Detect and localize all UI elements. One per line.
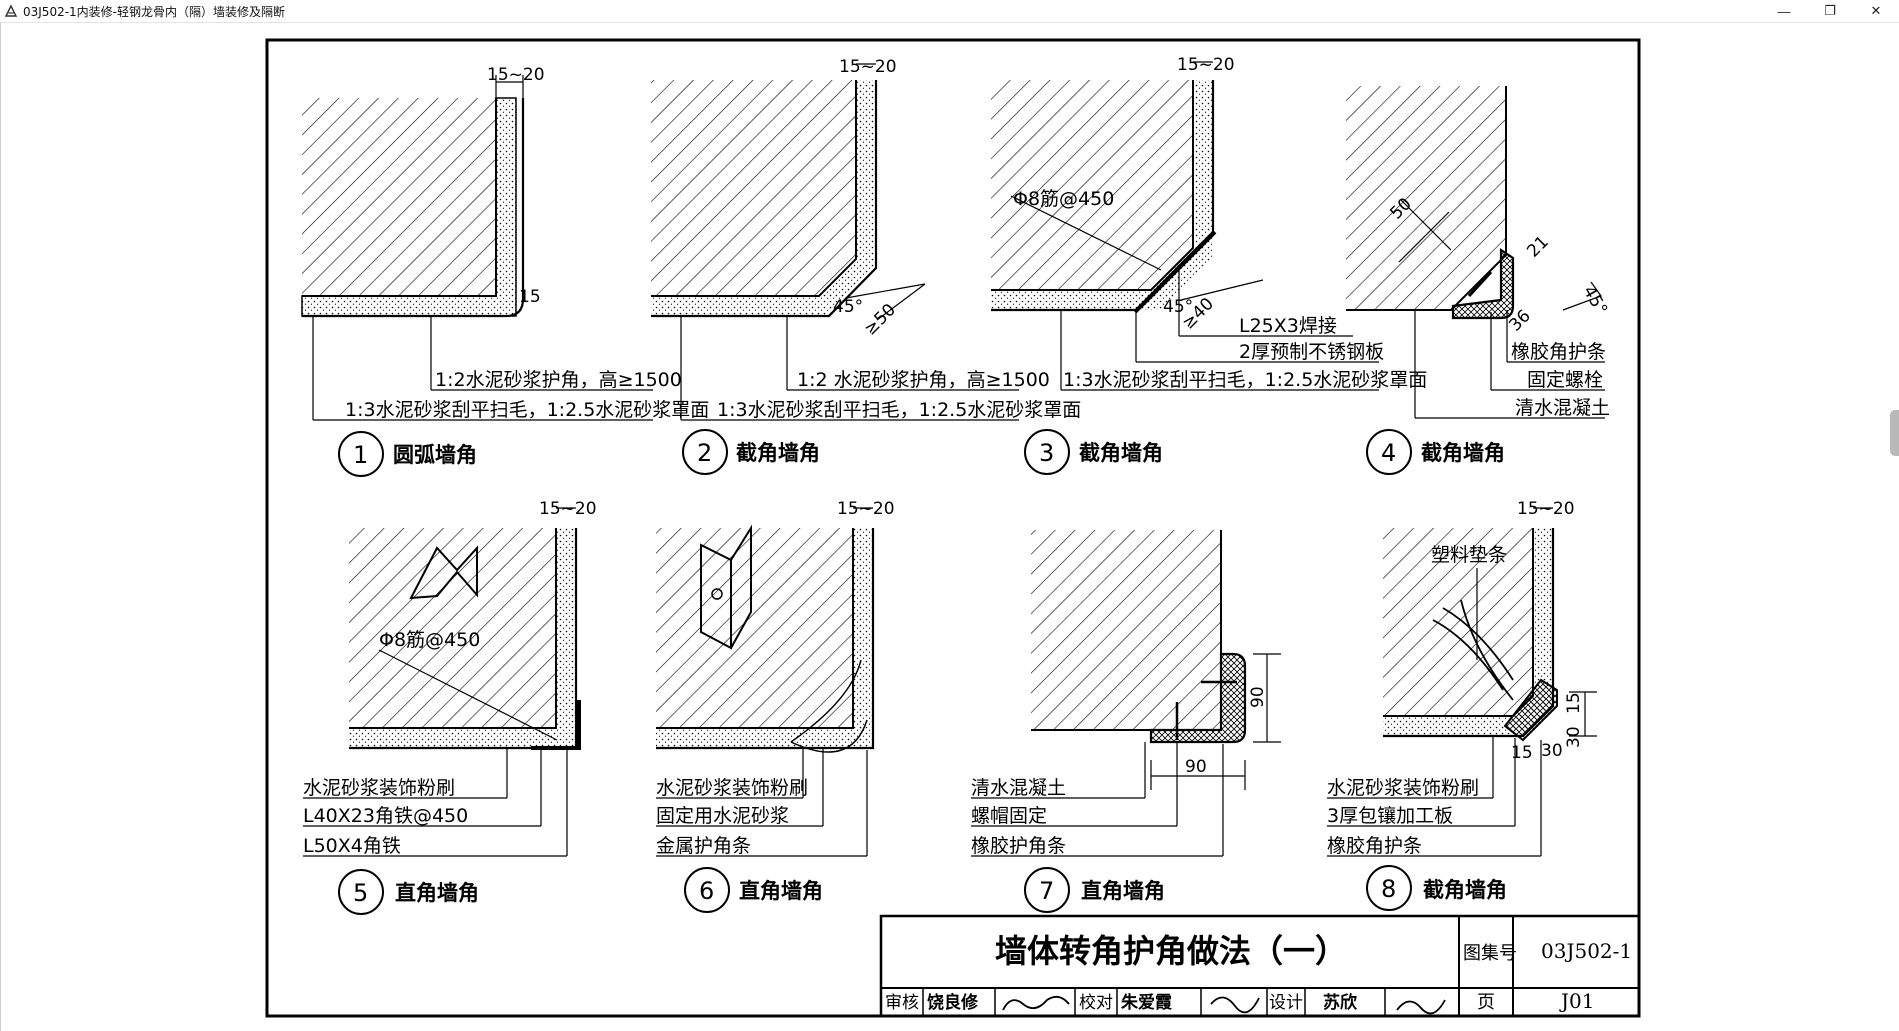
detail-3-dim-top: 15~20: [1177, 55, 1235, 75]
detail-2-note-2: 1:3水泥砂浆刮平扫毛，1:2.5水泥砂浆罩面: [717, 399, 1081, 421]
detail-7-note-1: 清水混凝土: [971, 777, 1066, 799]
detail-8-dim-b15: 15: [1511, 743, 1533, 763]
detail-6-caption: 直角墙角: [739, 879, 823, 903]
detail-6-note-1: 水泥砂浆装饰粉刷: [656, 777, 808, 799]
detail-1-caption: 圆弧墙角: [393, 443, 477, 467]
detail-8-dim-15: 15: [1564, 692, 1584, 714]
close-button[interactable]: ✕: [1870, 3, 1882, 18]
page-label: 页: [1477, 992, 1495, 1013]
detail-8-note-3: 橡胶角护条: [1327, 835, 1422, 857]
detail-4-dim-angle: 45°: [1579, 283, 1611, 319]
detail-3: 15~20 Φ8筋@450 45° ≥40 L25X3焊接 2厚预制不锈钢板 1…: [991, 55, 1427, 475]
app-icon: [4, 4, 18, 17]
design-label: 设计: [1269, 993, 1303, 1013]
detail-5-note-1: 水泥砂浆装饰粉刷: [303, 777, 455, 799]
designer-signature: [1396, 999, 1446, 1015]
detail-5-number: 5: [353, 879, 368, 907]
detail-8-top-note: 塑料垫条: [1431, 544, 1507, 566]
detail-4-dim-b: 21: [1523, 232, 1552, 261]
detail-7-number: 7: [1039, 877, 1054, 905]
detail-1-note-2: 1:3水泥砂浆刮平扫毛，1:2.5水泥砂浆罩面: [345, 399, 709, 421]
detail-5-dim-top: 15~20: [539, 499, 597, 519]
detail-8-caption: 截角墙角: [1423, 878, 1507, 902]
detail-7-dim-v: 90: [1248, 686, 1268, 708]
detail-3-note-1: L25X3焊接: [1239, 315, 1337, 337]
detail-4: 50 21 36 45° 橡胶角护条 固定螺栓 清水混凝土 4 截角墙角: [1346, 86, 1611, 475]
detail-8-note-2: 3厚包镶加工板: [1327, 805, 1453, 827]
designer-name: 苏欣: [1323, 992, 1358, 1013]
detail-7: 90 90 清水混凝土 螺帽固定 橡胶护角条 7 直角墙角: [971, 530, 1281, 913]
sheet-title: 墙体转角护角做法（一）: [995, 932, 1347, 970]
reviewer-name: 饶良修: [927, 992, 979, 1013]
restore-button[interactable]: ❐: [1824, 3, 1836, 18]
detail-6-number: 6: [699, 877, 714, 905]
detail-8-dim-b30: 30: [1541, 741, 1563, 761]
detail-3-caption: 截角墙角: [1079, 441, 1163, 465]
detail-4-note-2: 固定螺栓: [1527, 369, 1603, 391]
detail-2-dim-len: ≥50: [860, 300, 900, 340]
checker-name: 朱爱霞: [1121, 992, 1173, 1013]
document-viewer[interactable]: 15~20 15 1:2水泥砂浆护角，高≥1500 1:3水泥砂浆刮平扫毛，1:…: [0, 23, 1899, 1031]
detail-3-dim-angle: 45°: [1163, 297, 1193, 317]
check-label: 校对: [1079, 993, 1113, 1013]
detail-6-dim-top: 15~20: [837, 499, 895, 519]
side-scroll-handle[interactable]: [1890, 410, 1899, 456]
detail-6: 15~20 水泥砂浆装饰粉刷 固定用水泥砂浆 金属护角条 6 直角墙角: [656, 499, 895, 913]
detail-6-note-2: 固定用水泥砂浆: [656, 805, 789, 827]
detail-6-note-3: 金属护角条: [656, 835, 751, 857]
detail-4-number: 4: [1381, 439, 1396, 467]
detail-5: 15~20 Φ8筋@450 水泥砂浆装饰粉刷 L40X23角铁@450 L50X…: [303, 499, 597, 915]
window-titlebar: 03J502-1内装修-轻钢龙骨内（隔）墙装修及隔断 — ❐ ✕: [0, 0, 1899, 23]
detail-1-dim-side: 15: [519, 287, 541, 307]
title-block: 墙体转角护角做法（一） 图集号 03J502-1 页 J01 审核 饶良修 校对…: [879, 914, 1641, 1018]
detail-4-caption: 截角墙角: [1421, 441, 1505, 465]
detail-5-note-3: L50X4角铁: [303, 835, 401, 857]
detail-2-number: 2: [697, 439, 712, 467]
review-label: 审核: [885, 993, 919, 1013]
checker-signature: [1210, 996, 1260, 1014]
detail-2-note-1: 1:2 水泥砂浆护角，高≥1500: [797, 369, 1050, 391]
detail-7-caption: 直角墙角: [1081, 879, 1165, 903]
reviewer-signature: [1002, 995, 1070, 1011]
detail-7-note-3: 橡胶护角条: [971, 835, 1066, 857]
detail-2-dim-angle: 45°: [833, 297, 863, 317]
detail-8-note-1: 水泥砂浆装饰粉刷: [1327, 777, 1479, 799]
detail-1: 15~20 15 1:2水泥砂浆护角，高≥1500 1:3水泥砂浆刮平扫毛，1:…: [301, 65, 709, 477]
atlas-number: 03J502-1: [1541, 939, 1632, 963]
detail-5-rebar: Φ8筋@450: [379, 629, 480, 651]
detail-4-note-3: 清水混凝土: [1515, 397, 1610, 419]
detail-1-number: 1: [353, 441, 368, 469]
atlas-label: 图集号: [1463, 943, 1517, 964]
detail-8-dim-30: 30: [1564, 726, 1584, 748]
detail-3-note-2: 2厚预制不锈钢板: [1239, 341, 1384, 363]
detail-1-note-1: 1:2水泥砂浆护角，高≥1500: [435, 369, 682, 391]
window-controls: — ❐ ✕: [1761, 0, 1899, 22]
detail-2-caption: 截角墙角: [736, 441, 820, 465]
window-title: 03J502-1内装修-轻钢龙骨内（隔）墙装修及隔断: [23, 4, 286, 19]
minimize-button[interactable]: —: [1777, 3, 1791, 19]
detail-7-note-2: 螺帽固定: [971, 805, 1047, 827]
detail-1-dim-top: 15~20: [487, 65, 545, 85]
detail-3-number: 3: [1039, 439, 1054, 467]
detail-3-note-3: 1:3水泥砂浆刮平扫毛，1:2.5水泥砂浆罩面: [1063, 369, 1427, 391]
drawing-sheet: 15~20 15 1:2水泥砂浆护角，高≥1500 1:3水泥砂浆刮平扫毛，1:…: [265, 38, 1641, 1018]
detail-3-rebar: Φ8筋@450: [1013, 188, 1114, 210]
detail-8: 15~20 塑料垫条 15 30 15 30 水泥砂浆装饰粉刷 3厚包镶加工板 …: [1327, 499, 1597, 911]
page-number: J01: [1559, 989, 1594, 1013]
detail-2-dim-top: 15~20: [839, 57, 897, 77]
detail-8-dim-top: 15~20: [1517, 499, 1575, 519]
detail-5-caption: 直角墙角: [395, 881, 479, 905]
detail-5-note-2: L40X23角铁@450: [303, 805, 468, 827]
detail-2: 15~20 45° ≥50 1:2 水泥砂浆护角，高≥1500 1:3水泥砂浆刮…: [651, 57, 1081, 475]
detail-4-note-1: 橡胶角护条: [1511, 341, 1606, 363]
detail-7-dim-h: 90: [1185, 757, 1207, 777]
detail-8-number: 8: [1381, 875, 1396, 903]
